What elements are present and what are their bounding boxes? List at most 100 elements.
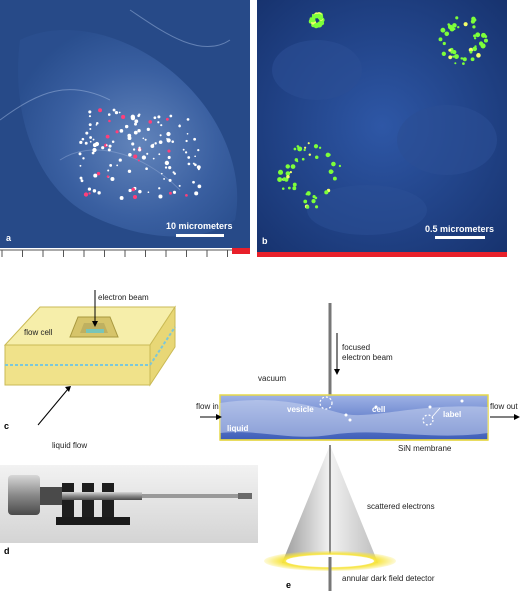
panel-a-dot	[112, 108, 116, 112]
panel-b-dot	[438, 37, 443, 42]
panel-a-dot	[157, 115, 161, 119]
panel-a-dot	[96, 121, 99, 125]
panel-b-dot	[314, 205, 319, 209]
panel-b-dot	[287, 186, 291, 190]
panel-a-dot	[138, 148, 142, 152]
panel-a-dot	[164, 160, 170, 166]
panel-b-dot	[454, 54, 459, 59]
panel-a-dot	[88, 110, 92, 114]
panel-b-dot	[476, 53, 481, 58]
panel-a-dot	[158, 187, 161, 190]
panel-a-dot	[80, 179, 84, 183]
panel-a-dot	[118, 111, 121, 114]
panel-a-dot	[128, 153, 132, 157]
panel-b-dot	[332, 176, 337, 181]
panel-b-micrograph: 0.5 micrometers b	[257, 0, 507, 252]
panel-a-dot	[79, 164, 82, 167]
panel-b-dot	[475, 32, 481, 38]
vesicle-label: vesicle	[287, 405, 314, 414]
panel-b-label: b	[262, 236, 268, 246]
panel-c-diagram	[3, 290, 176, 426]
panel-a-dot	[153, 116, 157, 120]
panel-a-dot	[187, 162, 191, 166]
panel-b-dot	[483, 38, 488, 43]
panel-a-dot	[144, 138, 147, 141]
panel-a-dot	[92, 189, 97, 193]
panel-a-image	[0, 0, 250, 248]
panel-a-dot	[131, 187, 136, 192]
panel-c-label: c	[4, 421, 10, 431]
panel-a-dot	[96, 171, 101, 176]
panel-a-dot	[154, 142, 157, 145]
panel-a-dot	[106, 175, 110, 178]
panel-a-scale-text: 10 micrometers	[166, 221, 233, 231]
panel-b-dot	[455, 16, 459, 20]
panel-b-dot	[277, 177, 283, 182]
panel-b-dot	[285, 164, 290, 169]
panel-a-dot	[147, 191, 150, 194]
panel-b-dot	[311, 199, 316, 204]
panel-a-scale-bar	[176, 234, 224, 237]
panel-a-dot	[164, 166, 168, 169]
panel-a-dot	[178, 124, 181, 128]
panel-b-dot	[461, 57, 464, 60]
panel-a-dot	[81, 137, 85, 141]
panel-a-dot	[184, 151, 188, 154]
panel-a-dot	[82, 157, 85, 160]
panel-a-dot	[121, 114, 126, 119]
panel-a-dot	[93, 173, 98, 178]
panel-a-dot	[92, 138, 95, 141]
focused-beam-label-2: electron beam	[342, 353, 393, 362]
panel-d-photo	[0, 465, 258, 543]
detector-label: annular dark field detector	[342, 574, 435, 583]
panel-a-dot	[107, 148, 111, 152]
flow-cell-label: flow cell	[24, 328, 53, 337]
panel-a-dot	[89, 127, 92, 130]
panel-b-dot	[473, 18, 477, 22]
panel-a-dot	[194, 155, 196, 158]
panel-a-dot	[78, 152, 82, 156]
panel-b-dot	[457, 25, 460, 29]
panel-a-dot	[108, 119, 111, 123]
panel-a-dot	[141, 155, 147, 160]
panel-e-diagram	[200, 303, 520, 591]
panel-a-dot	[101, 146, 105, 150]
focused-beam-label-1: focused	[342, 343, 371, 352]
panel-a-dot	[91, 151, 95, 155]
panel-a-dot	[193, 137, 197, 141]
panel-a-dot	[128, 188, 132, 193]
panel-a-dot	[138, 146, 141, 149]
panel-a-dot	[197, 184, 202, 189]
panel-a-dot	[163, 178, 166, 180]
panel-a-dot	[169, 114, 173, 118]
panel-a-dot	[146, 152, 149, 155]
panel-b-dot	[304, 146, 307, 149]
panel-a-dot	[167, 149, 171, 153]
panel-a-dot	[89, 140, 92, 143]
panel-b-dot	[303, 148, 306, 152]
panel-b-dot	[293, 147, 297, 151]
panel-a-dot	[169, 191, 172, 195]
panel-a-dot	[137, 114, 140, 118]
panel-a-dot	[94, 141, 100, 147]
panel-a-dot	[97, 191, 101, 195]
panel-a-dot	[186, 118, 190, 121]
panel-a-dot	[138, 189, 142, 194]
panel-b-dot	[325, 152, 331, 158]
panel-a-dot	[167, 155, 171, 159]
cell-label: cell	[372, 405, 386, 414]
panel-b-dot	[317, 21, 323, 26]
panel-a-dot	[127, 136, 132, 141]
panel-a-dot	[105, 144, 108, 146]
liquid-label: liquid	[227, 424, 249, 433]
panel-a-dot	[192, 180, 195, 184]
panel-a-dot	[146, 127, 150, 132]
panel-a-dot	[197, 148, 200, 152]
electron-beam-label: electron beam	[98, 293, 149, 302]
panel-a-dot	[145, 167, 148, 171]
panel-a-dot	[137, 159, 140, 162]
panel-b-dot	[449, 26, 455, 32]
panel-a-dot	[107, 113, 111, 116]
panel-a-dot	[115, 130, 119, 134]
panel-a-dot	[197, 168, 200, 171]
